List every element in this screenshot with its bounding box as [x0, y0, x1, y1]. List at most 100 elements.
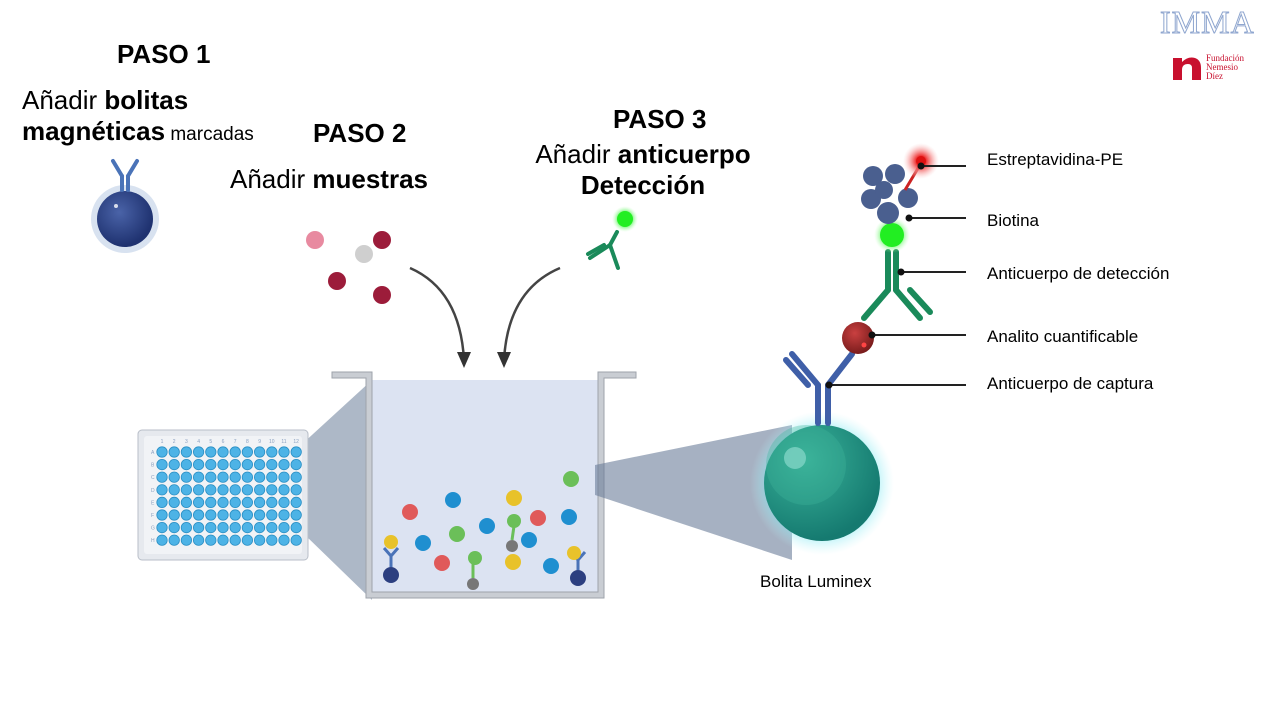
plate-well: [290, 534, 302, 546]
step1-title: PASO 1: [117, 39, 211, 69]
plate-well: [205, 509, 217, 521]
plate-well: [278, 446, 290, 458]
plate-well: [278, 484, 290, 496]
plate-well: [193, 509, 205, 521]
label-bead: Bolita Luminex: [760, 572, 872, 591]
step1-text-bold2: magnéticas: [22, 116, 166, 146]
plate-well: [156, 446, 168, 458]
plate-col-label: 9: [258, 439, 261, 445]
plate-well: [156, 496, 168, 508]
plate-well: [241, 471, 253, 483]
plate-well: [266, 458, 278, 471]
plate-well: [180, 471, 192, 483]
foundation-line2: Nemesio: [1206, 62, 1238, 72]
plate-well: [266, 534, 278, 546]
plate-well: [217, 509, 229, 521]
analyte-icon: [842, 322, 874, 354]
plate-well: [180, 458, 192, 471]
plate-col-label: 6: [222, 439, 225, 445]
plate-well: [266, 496, 278, 508]
plate-well: [180, 496, 192, 508]
plate-well: [241, 484, 253, 496]
plate-well: [205, 446, 217, 458]
leader-lines: [829, 165, 966, 386]
plate-well: [278, 458, 290, 471]
arrows: [409, 266, 561, 361]
plate-row-label: D: [151, 488, 155, 494]
plate-well: [168, 484, 180, 496]
plate-well: [266, 446, 278, 458]
plate-row-label: H: [151, 538, 155, 544]
step3-text: Añadir anticuerpo Detección: [530, 139, 756, 201]
plate-well: [168, 496, 180, 508]
plate-well: [168, 521, 180, 534]
plate-well: [266, 484, 278, 496]
label-biotin: Biotina: [987, 211, 1039, 230]
plate-col-label: 2: [173, 439, 176, 445]
plate-well: [205, 521, 217, 534]
label-detection-antibody: Anticuerpo de detección: [987, 264, 1170, 283]
plate-well: [290, 496, 302, 508]
plate-well: [168, 509, 180, 521]
plate-well: [193, 534, 205, 546]
plate-well: [205, 496, 217, 508]
plate-well: [290, 446, 302, 458]
plate-col-label: 8: [246, 439, 249, 445]
step1-text-pre: Añadir: [22, 85, 105, 115]
foundation-logo: Fundación Nemesio Díez: [1170, 48, 1270, 86]
plate-well: [205, 484, 217, 496]
plate-row-label: B: [151, 463, 155, 469]
plate-well: [180, 521, 192, 534]
step2-text-pre: Añadir: [230, 164, 313, 194]
plate-well: [278, 496, 290, 508]
plate-well: [156, 458, 168, 471]
imma-logo-text: IMMA: [1160, 4, 1255, 41]
plate-well: [156, 509, 168, 521]
plate-row-label: E: [151, 500, 155, 506]
plate-well: [217, 471, 229, 483]
leader-dots: [825, 162, 925, 389]
plate-well: [193, 496, 205, 508]
plate-well: [205, 458, 217, 471]
plate-well: [217, 521, 229, 534]
plate-well: [193, 458, 205, 471]
step3-text-pre: Añadir: [535, 139, 618, 169]
step3-text-bold1: anticuerpo: [617, 139, 751, 169]
plate-well: [156, 534, 168, 546]
plate-col-label: 12: [293, 439, 299, 445]
capture-antibody-icon: [783, 351, 855, 426]
plate-well: [168, 446, 180, 458]
plate-well: [229, 484, 241, 496]
plate-well: [217, 484, 229, 496]
arrow-head-left: [457, 352, 471, 368]
plate-well: [278, 471, 290, 483]
detection-antibody-large-icon: [861, 249, 933, 321]
foundation-line1: Fundación: [1206, 53, 1244, 63]
magnetic-bead-icon: [91, 159, 159, 253]
plate-well: [254, 471, 266, 483]
plate-well: [168, 458, 180, 471]
plate-well: [229, 534, 241, 546]
streptavidin-icon: [861, 164, 918, 224]
step2-text: Añadir muestras: [230, 164, 428, 195]
plate-col-label: 10: [269, 439, 275, 445]
plate-well: [156, 484, 168, 496]
plate-well: [278, 509, 290, 521]
plate-well: [254, 509, 266, 521]
plate-well: [217, 534, 229, 546]
plate-well: [217, 458, 229, 471]
bead-zoom-cone: [595, 425, 792, 560]
pe-icon: [903, 143, 939, 179]
label-capture-antibody: Anticuerpo de captura: [987, 374, 1154, 393]
pe-linker: [903, 164, 922, 191]
step1-text-bold1: bolitas: [104, 85, 189, 115]
plate-well: [254, 458, 266, 471]
plate-well: [180, 446, 192, 458]
plate-col-label: 1: [161, 439, 164, 445]
plate-well: [266, 509, 278, 521]
arrow-head-right: [497, 352, 511, 368]
plate-well: [229, 509, 241, 521]
plate-well: [180, 534, 192, 546]
plate-zoom-cone: [265, 380, 372, 600]
